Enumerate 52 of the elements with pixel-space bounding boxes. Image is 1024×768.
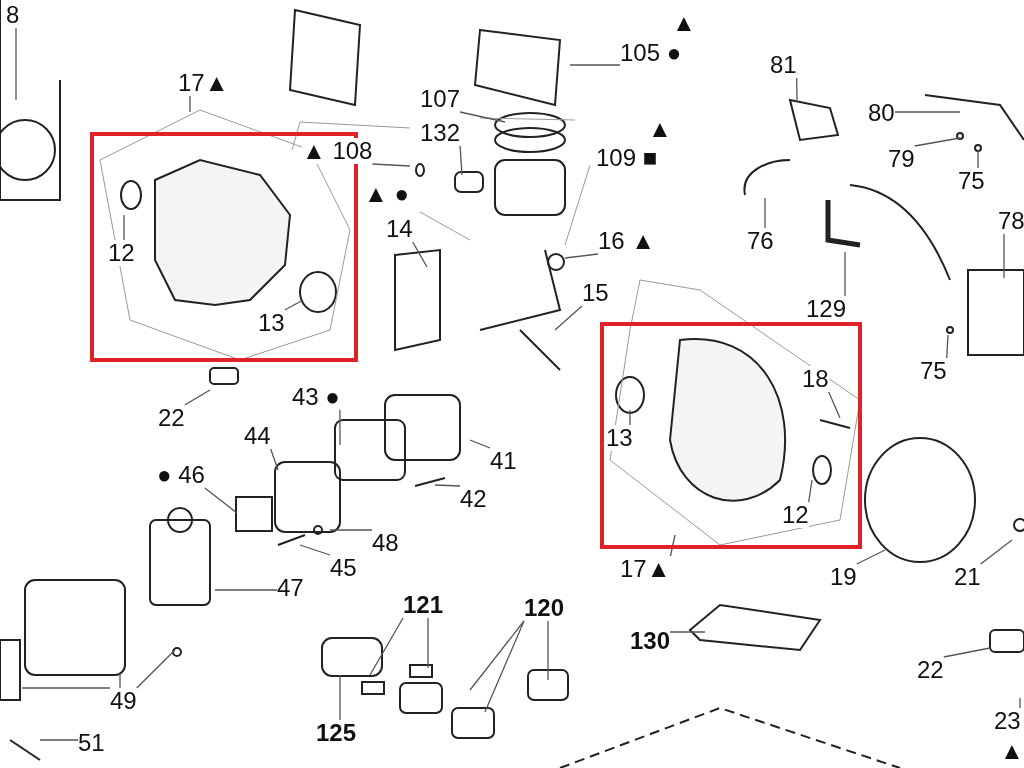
callout-number: 18: [802, 366, 829, 392]
leader-line: [459, 111, 506, 123]
callout-number: 13: [606, 425, 633, 451]
leader-line: [894, 111, 961, 113]
leader-line: [764, 197, 766, 229]
leader-line: [844, 251, 846, 297]
leader-line: [270, 448, 279, 471]
leader-line: [412, 241, 428, 268]
leader-line: [329, 529, 373, 531]
leader-line: [828, 391, 841, 419]
leader-line: [669, 631, 706, 633]
leader-line: [977, 149, 979, 169]
leader-line: [339, 409, 341, 446]
leader-line: [434, 484, 461, 487]
leader-line: [371, 163, 411, 167]
leader-line: [943, 647, 991, 658]
leader-line: [856, 549, 886, 565]
highlight-frame: [600, 322, 862, 549]
leader-line: [21, 687, 111, 689]
leader-line: [427, 617, 429, 669]
leader-line: [629, 409, 631, 426]
leader-line: [136, 649, 176, 689]
leader-line: [1003, 233, 1005, 279]
callout-number: ▲ 108: [302, 138, 373, 164]
leader-line: [564, 253, 599, 259]
leader-line: [796, 77, 798, 103]
leader-line: [214, 589, 278, 591]
leader-line: [669, 534, 676, 557]
leader-line: [554, 305, 583, 331]
leader-line: [299, 544, 331, 556]
callout-number: 12: [108, 240, 135, 266]
leader-line: [189, 95, 191, 113]
leader-line: [15, 27, 17, 101]
leader-line: [1019, 697, 1021, 709]
leader-line: [39, 739, 79, 741]
leader-line: [469, 620, 525, 691]
leader-line: [459, 145, 463, 176]
leader-line: [980, 539, 1013, 565]
leader-line: [547, 620, 549, 681]
leader-line: [569, 64, 621, 66]
leader-line: [339, 674, 341, 721]
leader-line: [204, 487, 238, 514]
leader-line: [946, 334, 949, 359]
leader-line: [469, 439, 491, 449]
leader-line: [484, 620, 525, 713]
leader-line: [914, 137, 961, 147]
leader-line: [119, 672, 121, 689]
leader-line: [808, 479, 813, 503]
leader-line: [369, 617, 404, 676]
leader-line: [123, 214, 125, 241]
leader-line: [284, 299, 304, 311]
leader-line: [184, 389, 211, 406]
